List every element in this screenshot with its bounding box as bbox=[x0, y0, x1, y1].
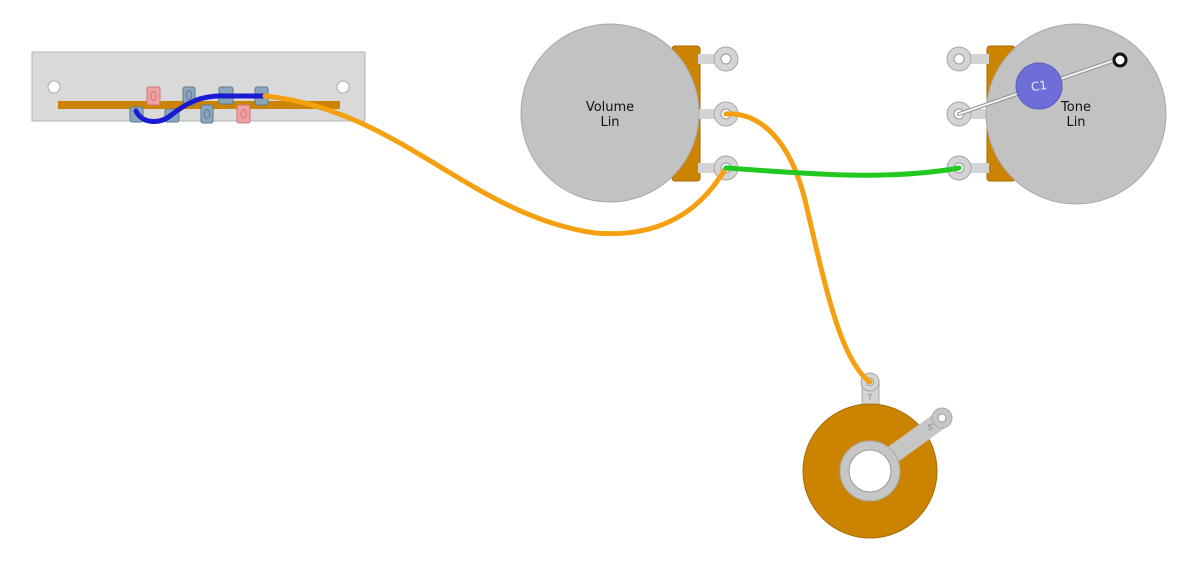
output-jack[interactable]: T S bbox=[802, 372, 953, 539]
tone-capacitor[interactable]: C1 bbox=[957, 52, 1128, 116]
wire-orange-volume-to-jack[interactable] bbox=[723, 111, 873, 385]
tone-pot-taper: Lin bbox=[1066, 115, 1085, 130]
volume-pot-body bbox=[520, 23, 700, 203]
volume-lug-arm-3 bbox=[698, 163, 720, 173]
tone-pot-name: Tone bbox=[1060, 100, 1091, 115]
tone-lug-arm-1 bbox=[965, 54, 989, 64]
pickup-plate bbox=[31, 51, 366, 122]
pickup-mount-hole-right bbox=[336, 80, 350, 94]
wire-blue-pickup[interactable] bbox=[133, 93, 268, 124]
capacitor-label: C1 bbox=[1030, 78, 1048, 94]
volume-lug-arm-1 bbox=[698, 54, 720, 64]
tone-lug-1-hole bbox=[953, 53, 965, 65]
jack-tip-letter: T bbox=[867, 393, 873, 402]
tone-pot[interactable]: Tone Lin bbox=[946, 23, 1167, 205]
wires bbox=[133, 93, 962, 385]
volume-lug-arm-2 bbox=[698, 109, 720, 119]
volume-lug-1-hole bbox=[720, 53, 732, 65]
pickup-tab-blue-4 bbox=[200, 104, 214, 124]
pickup-tab-red-1-hole bbox=[150, 91, 157, 101]
jack-sleeve-lug-hole bbox=[937, 413, 947, 423]
pickup-tab-red-2-hole bbox=[240, 109, 247, 119]
volume-pot-name: Volume bbox=[586, 100, 634, 115]
jack-hole bbox=[848, 449, 892, 493]
pickup-brass-bar bbox=[58, 101, 340, 109]
pickup-tab-red-1 bbox=[146, 86, 161, 106]
capacitor-ground-ring bbox=[1112, 52, 1128, 68]
pickup-tab-red-2 bbox=[236, 104, 251, 124]
jack-sleeve-letter: S bbox=[927, 423, 932, 432]
pickup-tab-blue-3-hole bbox=[186, 90, 192, 100]
pickup-mount-hole-left bbox=[47, 80, 61, 94]
pickup-tab-blue-4-hole bbox=[204, 109, 210, 119]
wire-green-volume-to-tone[interactable] bbox=[723, 165, 962, 178]
volume-pot-taper: Lin bbox=[600, 115, 619, 130]
capacitor-body bbox=[1015, 62, 1063, 110]
volume-pot[interactable]: Volume Lin bbox=[520, 23, 739, 203]
wire-orange-pickup-to-volume[interactable] bbox=[262, 93, 729, 237]
pickup[interactable] bbox=[31, 51, 366, 124]
tone-lug-arm-2 bbox=[965, 109, 989, 119]
tone-lug-arm-3 bbox=[965, 163, 989, 173]
